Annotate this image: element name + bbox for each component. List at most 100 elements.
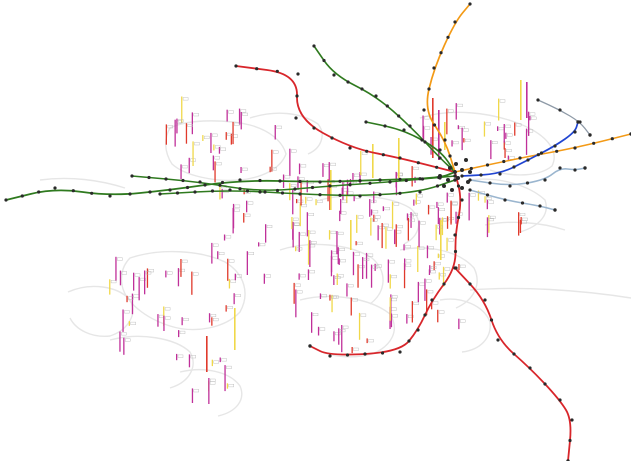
ridership-bar	[180, 164, 182, 180]
station-dot	[460, 174, 464, 178]
station-dot	[308, 344, 312, 348]
station-dot	[90, 191, 94, 195]
station-dot	[583, 166, 587, 170]
ridership-bar	[373, 214, 375, 222]
ridership-bar	[305, 196, 307, 204]
station-dot	[295, 94, 299, 98]
station-tag	[167, 125, 173, 129]
town-outline	[399, 247, 478, 309]
station-tag	[383, 223, 389, 227]
ridership-bar	[271, 149, 273, 172]
station-dot	[318, 180, 322, 184]
station-tag	[430, 266, 437, 270]
station-tag	[330, 162, 336, 166]
station-tag	[339, 247, 345, 251]
ridership-bar	[232, 203, 235, 229]
ridership-bar	[178, 330, 180, 338]
station-tag	[121, 332, 127, 336]
station-tag	[430, 270, 436, 274]
station-dot	[442, 282, 446, 286]
station-dot	[592, 141, 596, 145]
station-dot	[512, 165, 516, 169]
station-tag	[130, 321, 136, 325]
station-dot	[348, 146, 352, 150]
station-tag	[203, 135, 210, 139]
station-dot	[479, 173, 483, 177]
station-dot	[245, 189, 250, 193]
station-tag	[372, 265, 379, 269]
ridership-bar	[528, 111, 530, 136]
station-dot	[318, 193, 322, 197]
ridership-bar	[417, 281, 419, 303]
town-outline	[279, 243, 384, 305]
station-tag	[226, 365, 232, 369]
ridership-bar	[350, 297, 352, 316]
ridership-bar	[374, 263, 376, 271]
ridership-bar	[144, 270, 146, 295]
ridership-bar	[385, 226, 387, 249]
station-tag	[419, 282, 425, 286]
ridership-bar	[455, 103, 457, 120]
ridership-bar	[228, 278, 231, 289]
station-dot	[568, 438, 572, 443]
station-dot	[558, 166, 562, 170]
station-dot	[502, 159, 506, 164]
ridership-bar	[370, 264, 373, 288]
station-dot	[538, 204, 542, 208]
town-outline	[439, 298, 491, 353]
station-dot	[258, 178, 262, 183]
station-dot	[558, 108, 562, 112]
ridership-bar	[306, 180, 308, 193]
station-tag	[417, 194, 423, 198]
ridership-bar	[427, 204, 430, 215]
ridership-bar	[119, 270, 122, 286]
station-dot	[448, 166, 452, 170]
station-dot	[578, 120, 582, 124]
ridership-bar	[191, 388, 194, 403]
station-tag	[228, 110, 234, 114]
station-tag	[368, 339, 374, 343]
station-dot	[432, 66, 436, 70]
station-tag	[452, 201, 458, 205]
ridership-bar	[211, 359, 213, 367]
ridership-bar	[520, 217, 522, 225]
station-dot	[234, 64, 238, 68]
station-tag	[488, 200, 494, 204]
station-tag	[392, 314, 398, 318]
station-tag	[183, 318, 189, 322]
ridership-bar	[458, 318, 460, 330]
ridership-bar	[341, 187, 343, 195]
station-tag	[182, 97, 189, 101]
station-tag	[397, 225, 403, 229]
station-tag	[408, 314, 414, 318]
ridership-bar	[346, 179, 349, 196]
ridership-bar	[243, 189, 245, 195]
station-tag	[214, 156, 220, 160]
station-tag	[212, 243, 219, 247]
station-tag	[490, 215, 496, 219]
ridership-bar	[355, 241, 357, 246]
station-tag	[347, 191, 354, 195]
station-tag	[309, 230, 316, 234]
station-dot	[489, 318, 494, 322]
station-dot	[456, 176, 460, 180]
gray-line-east	[537, 99, 591, 136]
station-dot	[466, 180, 470, 184]
station-tag	[210, 314, 217, 318]
station-dot	[464, 158, 468, 162]
station-dot	[435, 184, 440, 188]
ridership-bar	[369, 199, 371, 217]
station-dot	[423, 140, 427, 144]
ridership-bar	[224, 365, 226, 392]
station-dot	[258, 190, 262, 194]
station-tag	[187, 123, 194, 127]
station-dot	[210, 189, 215, 193]
ridership-bar	[520, 80, 522, 120]
station-dot	[450, 188, 454, 192]
station-tag	[352, 298, 358, 302]
town-outline	[299, 295, 395, 358]
station-dot	[427, 87, 431, 91]
ridership-bar	[128, 321, 130, 326]
station-tag	[391, 275, 397, 279]
ridership-bar	[210, 132, 212, 153]
